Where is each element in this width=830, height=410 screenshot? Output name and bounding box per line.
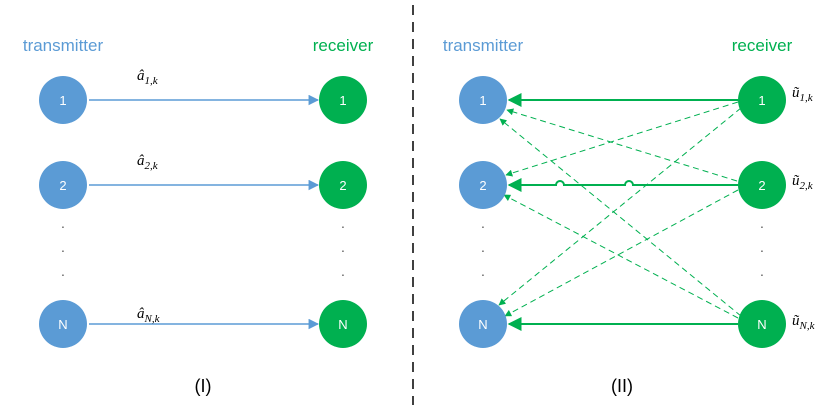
panel-1-ellipsis-right-2: .: [341, 239, 345, 255]
panel-2-transmitter-node-1-label: 1: [479, 93, 486, 108]
panel-1-receiver-node-2-label: 2: [339, 178, 346, 193]
panel-1-ellipsis-left-3: .: [61, 263, 65, 279]
panel-2-transmitter-node-2-label: 2: [479, 178, 486, 193]
panel-1-ellipsis-left-1: .: [61, 215, 65, 231]
panel-2-ellipsis-left-2: .: [481, 239, 485, 255]
panel-1-transmitter-node-2: [39, 161, 87, 209]
panel-2-ellipsis-right-3: .: [760, 263, 764, 279]
panel-1-ellipsis-right-1: .: [341, 215, 345, 231]
panel-2-receiver-node-n-label: N: [757, 317, 766, 332]
panel-2-caption: (II): [611, 376, 633, 396]
panel-2-ellipsis-left-3: .: [481, 263, 485, 279]
panel-1-receiver-node-n: [319, 300, 367, 348]
panel-1-link-n-label: âN,k: [137, 306, 161, 325]
panel-2-receiver-node-n: [738, 300, 786, 348]
panel-1: transmitter receiver â1,k â2,k âN,k 1 2 …: [23, 36, 374, 396]
panel-2-receiver-node-2: [738, 161, 786, 209]
panel-2-ellipsis-right-1: .: [760, 215, 764, 231]
panel-2-ellipsis-left-1: .: [481, 215, 485, 231]
panel-2-receiver-node-1-label: 1: [758, 93, 765, 108]
panel-2-cross-link-r2-t1: [506, 108, 738, 182]
panel-2-cross-link-rn-t2: [503, 194, 739, 319]
panel-1-transmitter-label: transmitter: [23, 36, 104, 55]
panel-2: transmitter receiver 1 2 N 1 2 N ũ: [443, 36, 816, 396]
panel-1-receiver-label: receiver: [313, 36, 374, 55]
panel-2-receiver-node-1: [738, 76, 786, 124]
panel-2-cross-link-rn-t1: [499, 118, 742, 317]
panel-1-caption: (I): [195, 376, 212, 396]
panel-2-ellipsis-right-2: .: [760, 239, 764, 255]
panel-2-transmitter-node-1: [459, 76, 507, 124]
panel-1-transmitter-node-1: [39, 76, 87, 124]
panel-1-transmitter-node-n-label: N: [58, 317, 67, 332]
panel-1-receiver-node-1-label: 1: [339, 93, 346, 108]
panel-2-transmitter-node-n: [459, 300, 507, 348]
panel-1-transmitter-node-1-label: 1: [59, 93, 66, 108]
panel-1-link-2-label: â2,k: [137, 153, 159, 172]
panel-2-feedback-n-label: ũN,k: [792, 313, 816, 332]
panel-1-receiver-node-n-label: N: [338, 317, 347, 332]
panel-1-receiver-node-1: [319, 76, 367, 124]
panel-1-transmitter-node-2-label: 2: [59, 178, 66, 193]
panel-2-transmitter-node-n-label: N: [478, 317, 487, 332]
panel-2-receiver-label: receiver: [732, 36, 793, 55]
panel-2-transmitter-label: transmitter: [443, 36, 524, 55]
panel-2-cross-link-r1-t2: [505, 101, 739, 177]
panel-1-ellipsis-left-2: .: [61, 239, 65, 255]
panel-2-cross-link-r2-tn: [504, 189, 739, 317]
panel-1-link-1-label: â1,k: [137, 68, 159, 87]
panel-2-receiver-node-2-label: 2: [758, 178, 765, 193]
panel-2-cross-link-r1-tn: [498, 107, 742, 306]
panel-2-direct-link-2: [507, 178, 738, 192]
panel-2-feedback-1-label: ũ1,k: [792, 85, 814, 104]
panel-2-feedback-2-label: ũ2,k: [792, 173, 814, 192]
panel-2-transmitter-node-2: [459, 161, 507, 209]
panel-1-transmitter-node-n: [39, 300, 87, 348]
panel-1-receiver-node-2: [319, 161, 367, 209]
panel-1-ellipsis-right-3: .: [341, 263, 345, 279]
